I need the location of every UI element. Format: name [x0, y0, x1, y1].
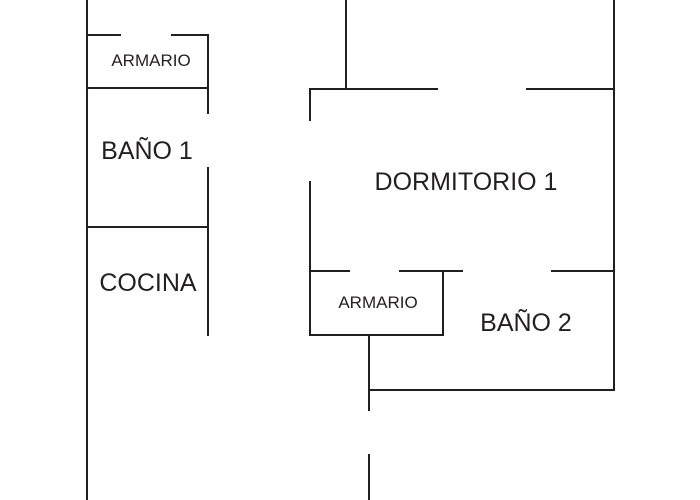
- room-label-dormitorio-1: DORMITORIO 1: [375, 168, 558, 196]
- walls: [86, 0, 615, 500]
- room-label-armario-left: ARMARIO: [111, 51, 190, 70]
- room-label-bano-2: BAÑO 2: [480, 308, 572, 337]
- room-labels: ARMARIO BAÑO 1 COCINA DORMITORIO 1 ARMAR…: [99, 51, 571, 337]
- room-label-armario-center: ARMARIO: [338, 293, 417, 312]
- room-label-bano-1: BAÑO 1: [101, 136, 193, 165]
- room-label-cocina: COCINA: [99, 269, 197, 297]
